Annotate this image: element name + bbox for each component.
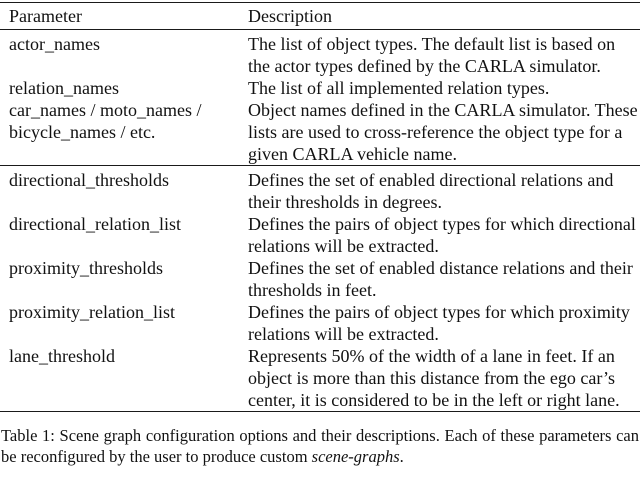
- desc-cell: Represents 50% of the width of a lane in…: [248, 346, 620, 410]
- param-cell: directional_relation_list: [9, 214, 181, 234]
- desc-cell: The list of all implemented relation typ…: [248, 78, 550, 98]
- param-cell: actor_names: [9, 34, 100, 54]
- param-cell: directional_thresholds: [0, 165, 248, 213]
- param-cell: proximity_relation_list: [9, 302, 175, 322]
- table-row: proximity_thresholds Defines the set of …: [0, 257, 640, 301]
- desc-cell: Object names defined in the CARLA simula…: [248, 100, 638, 164]
- table-header-row: Parameter Description: [0, 2, 640, 30]
- caption-emphasis: scene-graphs: [311, 447, 400, 466]
- desc-cell: Defines the pairs of object types for wh…: [248, 302, 630, 344]
- param-cell: proximity_thresholds: [9, 258, 163, 278]
- param-cell: lane_threshold: [9, 346, 115, 366]
- desc-cell: The list of object types. The default li…: [248, 34, 616, 76]
- desc-cell: Defines the set of enabled distance rela…: [248, 258, 633, 300]
- param-cell: car_names / moto_names / bicycle_names /…: [9, 100, 202, 142]
- table-row: car_names / moto_names / bicycle_names /…: [0, 99, 640, 166]
- column-header-description: Description: [248, 2, 640, 30]
- caption-text: Table 1: Scene graph configuration optio…: [1, 426, 639, 466]
- table-row: directional_relation_list Defines the pa…: [0, 213, 640, 257]
- table-row: relation_names The list of all implement…: [0, 77, 640, 99]
- caption-period: .: [399, 447, 404, 466]
- table-row: actor_names The list of object types. Th…: [0, 30, 640, 78]
- table-row: directional_thresholds Defines the set o…: [0, 165, 640, 213]
- table-caption: Table 1: Scene graph configuration optio…: [0, 425, 640, 467]
- table-row: proximity_relation_list Defines the pair…: [0, 301, 640, 345]
- column-header-parameter: Parameter: [0, 2, 248, 30]
- param-cell: relation_names: [9, 78, 119, 98]
- desc-cell: Defines the pairs of object types for wh…: [248, 214, 636, 256]
- table-row: lane_threshold Represents 50% of the wid…: [0, 345, 640, 412]
- config-table: Parameter Description actor_names The li…: [0, 2, 640, 412]
- desc-cell: Defines the set of enabled directional r…: [248, 165, 640, 213]
